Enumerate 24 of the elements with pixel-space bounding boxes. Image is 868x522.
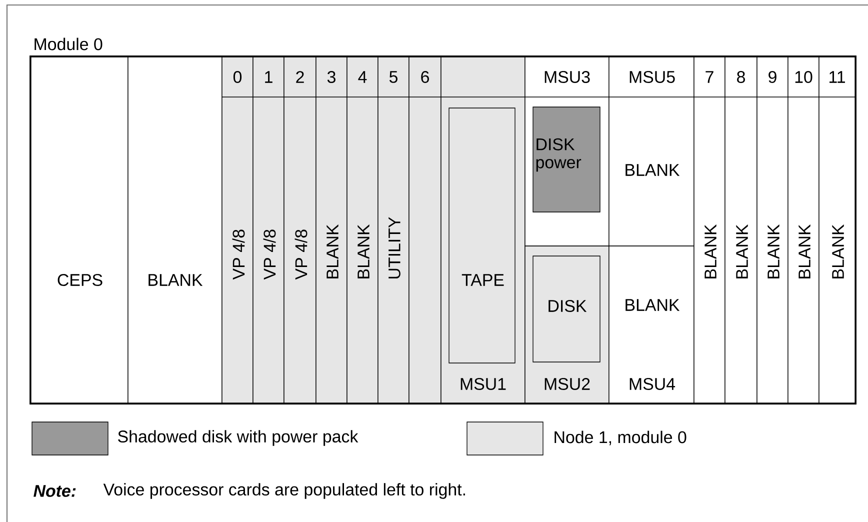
card-slot: 1 VP 4/8 [252,56,284,404]
note-text: Voice processor cards are populated left to right. [103,483,465,499]
drive-bay: BLANK MSU4 [608,246,694,404]
legend-text: Shadowed disk with power pack [118,430,358,446]
card-slot: 6 [408,56,442,404]
legend-text: Node 1, module 0 [554,430,686,446]
card-slot: 8 BLANK [724,56,758,404]
card-slot: 2 VP 4/8 [284,56,316,404]
disk-drive: DISK [532,256,600,362]
note-heading: Note: [34,485,76,497]
card-slot: CEPS [30,56,128,404]
card-slot: BLANK [128,56,222,404]
card-slot: 9 BLANK [756,56,788,404]
drive-bay: MSU5 BLANK [608,56,694,246]
node-label: Module 0 [34,38,102,50]
card-slot: 5 UTILITY [378,56,410,404]
card-slot: 3 BLANK [316,56,348,404]
tape-drive: TAPE [448,108,516,364]
card-slot: 7 BLANK [694,56,726,404]
card-slot: 11 BLANK [818,56,856,404]
card-slot: 10 BLANK [788,56,820,404]
card-slot: 4 BLANK [346,56,378,404]
card-slot: 0 VP 4/8 [222,56,254,404]
disk-drive: DISK power [532,106,600,212]
